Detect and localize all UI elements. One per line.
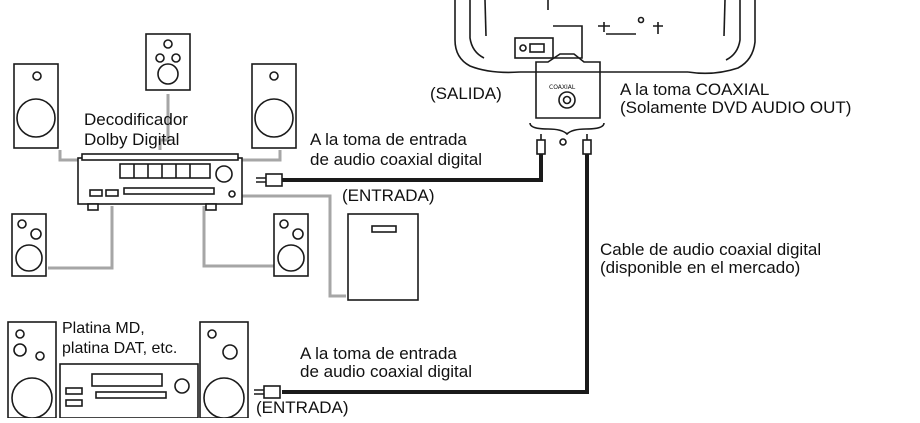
decoder-label-line1: Decodificador — [84, 110, 188, 129]
tv-dvd-unit — [454, 0, 756, 136]
speaker-center — [145, 33, 191, 91]
input-jack-2-label-line2: de audio coaxial digital — [300, 362, 473, 381]
cable-label-line2: (disponible en el mercado) — [600, 258, 801, 277]
speaker-rear-right — [273, 213, 309, 277]
subwoofer — [347, 213, 419, 301]
dolby-decoder — [77, 153, 243, 211]
md-speaker-left — [7, 321, 57, 419]
md-label-line1: Platina MD, — [62, 320, 145, 337]
coaxial-cable — [254, 134, 592, 399]
input-jack-1-label-line2: de audio coaxial digital — [310, 150, 483, 169]
md-label-line2: platina DAT, etc. — [62, 340, 178, 357]
speaker-front-right — [251, 63, 297, 149]
entrada-1-label: (ENTRADA) — [342, 186, 435, 205]
speaker-front-left — [13, 63, 59, 149]
decoder-label-line2: Dolby Digital — [84, 130, 180, 149]
coaxial-port-label: COAXIAL — [549, 84, 576, 91]
entrada-2-label: (ENTRADA) — [256, 398, 349, 417]
coaxial-jack-label-line1: A la toma COAXIAL — [620, 80, 770, 99]
cable-label-line1: Cable de audio coaxial digital — [600, 240, 822, 259]
input-jack-1-label-line1: A la toma de entrada — [310, 130, 467, 149]
speaker-rear-left — [11, 213, 47, 277]
md-dat-deck — [59, 363, 199, 419]
coaxial-jack-label-line2: (Solamente DVD AUDIO OUT) — [620, 98, 852, 117]
md-speaker-right — [199, 321, 249, 419]
input-jack-2-label-line1: A la toma de entrada — [300, 344, 457, 363]
salida-label: (SALIDA) — [430, 84, 502, 103]
